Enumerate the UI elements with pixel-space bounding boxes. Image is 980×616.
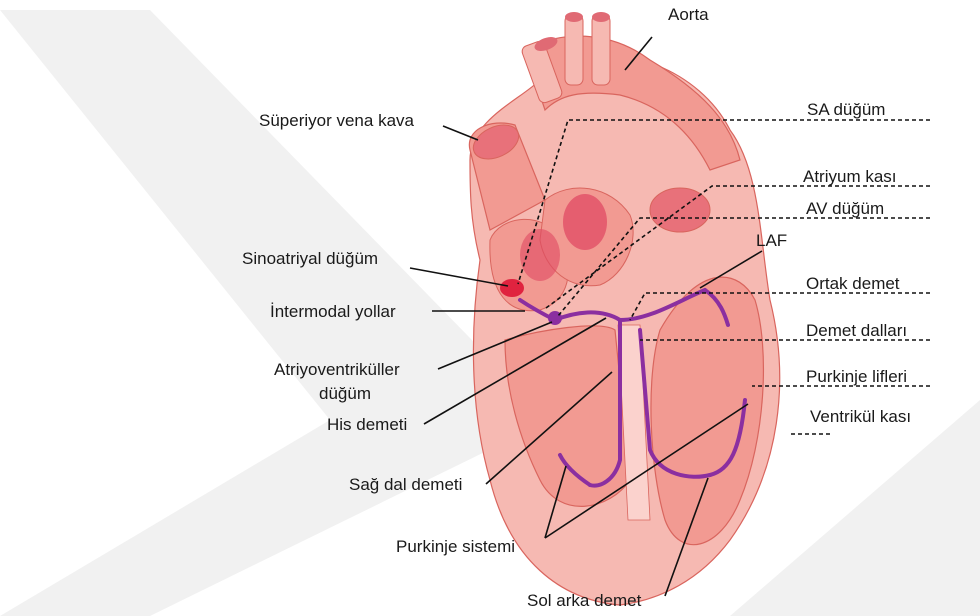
label-right-bundle-branch: Sağ dal demeti: [349, 475, 462, 494]
heart-illustration: [468, 12, 780, 605]
label-ventricular-muscle: Ventrikül kası: [810, 407, 911, 426]
label-his-bundle: His demeti: [327, 415, 407, 434]
label-left-posterior-bundle: Sol arka demet: [527, 591, 642, 610]
label-atrial-muscle: Atriyum kası: [803, 167, 897, 186]
label-sinoatrial-node: Sinoatriyal düğüm: [242, 249, 378, 268]
artery-stub-2: [592, 15, 610, 85]
atrial-shading: [563, 194, 607, 250]
ra-shading: [520, 229, 560, 281]
label-av-node-left-1: Atriyoventriküller: [274, 360, 400, 379]
artery-opening-1: [565, 12, 583, 22]
label-laf: LAF: [756, 231, 787, 250]
sa-node: [500, 279, 524, 297]
label-purkinje-system: Purkinje sistemi: [396, 537, 515, 556]
label-sa-node: SA düğüm: [807, 100, 885, 119]
artery-stub-1: [565, 15, 583, 85]
label-superior-vena-cava: Süperiyor vena kava: [259, 111, 415, 130]
label-av-node-left-2: düğüm: [319, 384, 371, 403]
label-common-bundle: Ortak demet: [806, 274, 900, 293]
artery-opening-2: [592, 12, 610, 22]
label-bundle-branches: Demet dalları: [806, 321, 907, 340]
label-aorta: Aorta: [668, 5, 709, 24]
label-internodal-pathways: İntermodal yollar: [270, 302, 396, 321]
label-purkinje-fibers: Purkinje lifleri: [806, 367, 907, 386]
label-av-node-right: AV düğüm: [806, 199, 884, 218]
